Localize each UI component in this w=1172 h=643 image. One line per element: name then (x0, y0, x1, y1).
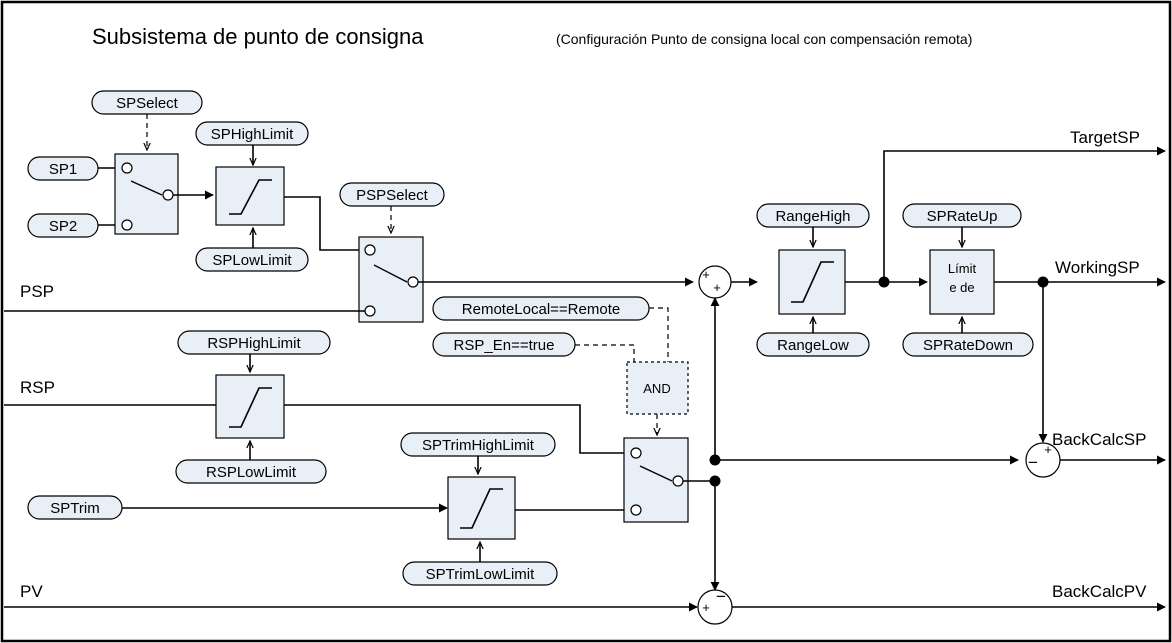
svg-text:+: + (713, 280, 721, 295)
remote-select-switch (623, 437, 689, 523)
pv-input-label: PV (20, 582, 43, 601)
back-calc-pv-output-label: BackCalcPV (1052, 582, 1147, 601)
rsp-low-limit-param (175, 459, 327, 484)
and-gate-label: AND (643, 381, 670, 396)
sp-trim-high-limit-label: SPTrimHighLimit (422, 437, 535, 454)
back-calc-pv-junction: + − (697, 587, 733, 625)
psp-select-label: PSPSelect (356, 187, 429, 204)
back-calc-sp-output-label: BackCalcSP (1052, 430, 1146, 449)
sp2-label: SP2 (49, 218, 77, 235)
back-calc-sp-junction: + − (1025, 442, 1061, 478)
svg-text:+: + (702, 600, 710, 615)
rsp-high-limit-param (177, 330, 331, 355)
rsp-input-label: RSP (20, 378, 55, 397)
sp-low-limit-label: SPLowLimit (212, 252, 292, 269)
svg-text:+: + (702, 267, 710, 282)
rsp-en-label: RSP_En==true (454, 337, 555, 354)
sp-trim-low-limit-label: SPTrimLowLimit (426, 566, 535, 583)
range-high-label: RangeHigh (775, 208, 850, 225)
sp-limiter-block (215, 166, 285, 226)
sp-trim-limiter-block (447, 476, 516, 540)
sp-select-label: SPSelect (116, 95, 179, 112)
svg-text:+: + (1044, 442, 1052, 457)
sp-high-limit-label: SPHighLimit (211, 126, 294, 143)
rsp-low-limit-label: RSPLowLimit (206, 464, 297, 481)
diagram-subtitle: (Configuración Punto de consigna local c… (556, 31, 972, 47)
and-gate-block: AND (626, 361, 689, 415)
svg-text:Límit: Límit (948, 261, 977, 276)
sp-trim-label: SPTrim (50, 500, 99, 517)
svg-text:−: − (716, 587, 726, 606)
sp-rate-down-label: SPRateDown (923, 337, 1013, 354)
diagram-title: Subsistema de punto de consigna (92, 24, 424, 49)
working-sp-output-label: WorkingSP (1055, 258, 1140, 277)
target-sp-output-label: TargetSP (1070, 128, 1140, 147)
range-limiter-block (778, 249, 846, 315)
remote-local-label: RemoteLocal==Remote (462, 301, 620, 318)
psp-input-label: PSP (20, 282, 54, 301)
setpoint-summing-junction: + + (698, 265, 732, 299)
svg-text:−: − (1028, 453, 1038, 472)
sp-rate-down-param (902, 332, 1034, 357)
range-low-label: RangeLow (777, 337, 849, 354)
sp1-label: SP1 (49, 161, 77, 178)
sp-low-limit-param (195, 247, 309, 272)
rsp-high-limit-label: RSPHighLimit (207, 335, 301, 352)
sp-high-limit-param (195, 121, 309, 146)
svg-text:e de: e de (949, 280, 974, 295)
sp-select-switch (114, 153, 179, 235)
psp-select-param (339, 182, 445, 207)
psp-select-switch (358, 236, 424, 323)
rsp-limiter-block (215, 374, 285, 439)
sp-rate-up-label: SPRateUp (927, 208, 998, 225)
rate-limiter-block: Límit e de (929, 249, 995, 315)
